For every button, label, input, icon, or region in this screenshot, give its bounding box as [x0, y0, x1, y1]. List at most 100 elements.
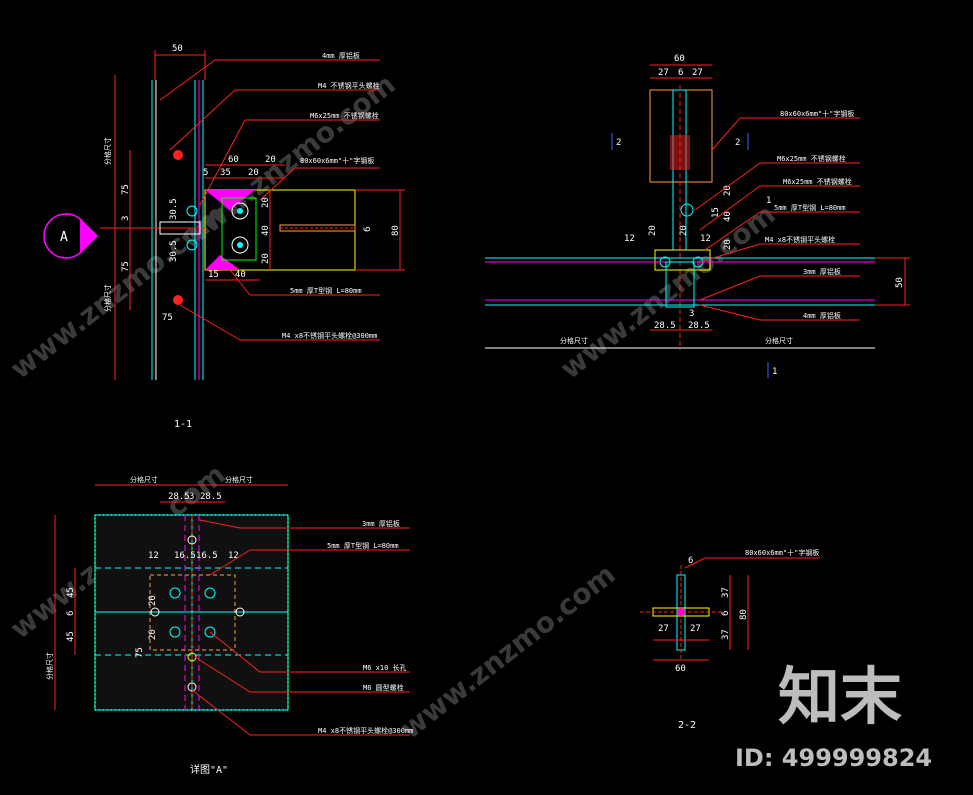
- dim-small-20a: 20: [648, 225, 658, 236]
- mark-2-right: 2: [735, 138, 740, 148]
- dim-bottom-a: 27: [658, 624, 669, 634]
- dim-top-60: 60: [228, 155, 239, 165]
- mark-2-left: 2: [616, 138, 621, 148]
- dim-misc-c: 20: [148, 629, 158, 640]
- note-5: 5mm 厚T型钢 L=80mm: [290, 286, 362, 295]
- dim-far-right: 80: [739, 609, 749, 620]
- dim-inner-c: 16.5: [196, 551, 218, 561]
- note-3: M6x25mm 不锈钢螺栓: [783, 177, 852, 186]
- caption-1-1: 1-1: [174, 419, 192, 430]
- dim-right-20a: 20: [261, 197, 271, 208]
- note-1: 3mm 厚铝板: [362, 519, 400, 528]
- note-4: M6 圆型螺栓: [363, 683, 404, 692]
- brand-watermark: 知末 ID: 499999824: [735, 660, 932, 772]
- dim-top-5: 5: [203, 168, 208, 178]
- note-3: M6 x10 长孔: [363, 663, 407, 672]
- left-label: 分格尺寸: [45, 652, 54, 680]
- dim-right: 50: [895, 277, 905, 288]
- dim-inner-d: 12: [228, 551, 239, 561]
- dim-small-15: 15: [711, 207, 721, 218]
- dim-bottom: 60: [675, 664, 686, 674]
- dim-bottom-40: 40: [235, 270, 246, 280]
- dim-right-c: 37: [721, 629, 731, 640]
- dim-bottom-b: 3: [689, 309, 694, 319]
- dim-top-20b: 20: [265, 155, 276, 165]
- dim-top-a: 28.5: [168, 492, 190, 502]
- dim-left-c: 45: [66, 631, 76, 642]
- dim-right-40: 40: [261, 225, 271, 236]
- note-1: 80x60x6mm"十"字钢板: [780, 109, 854, 118]
- section-1-1: 50 75 3 75 30.5 30.5 分格尺寸 分格尺寸 60 5 3: [43, 44, 405, 430]
- watermark-text: www.znzmo.com: [394, 558, 622, 746]
- dim-small-12b: 12: [700, 234, 711, 244]
- detail-a: 分格尺寸 分格尺寸 28.5 3 28.5 12 16.5 16.5 12 45…: [45, 475, 413, 776]
- dim-small-20c: 20: [723, 185, 733, 196]
- note-5: M4 x8不锈钢平头螺栓@300mm: [318, 726, 413, 735]
- dim-top-width: 50: [172, 44, 183, 54]
- note-3: M6x25mm 不锈钢螺栓: [310, 111, 379, 120]
- dim-top-35: 35: [220, 168, 231, 178]
- dim-top-split-a: 27: [658, 68, 669, 78]
- dim-right-b: 6: [721, 611, 731, 616]
- section-top-right: 60 27 6 27 50 28.5 3 28.5 分格尺寸 分格尺寸: [485, 54, 910, 378]
- note: 80x60x6mm"十"字钢板: [745, 548, 819, 557]
- dim-left-a: 45: [66, 587, 76, 598]
- dim-right-20b: 20: [261, 253, 271, 264]
- bottom-label-b: 分格尺寸: [765, 336, 793, 345]
- caption-2-2: 2-2: [678, 720, 696, 731]
- image-id: ID: 499999824: [735, 744, 932, 772]
- dim-mid-a: 30.5: [169, 198, 179, 220]
- dim-small-20b: 20: [679, 225, 689, 236]
- bottom-label-a: 分格尺寸: [560, 336, 588, 345]
- mark-1-top: 1: [766, 196, 771, 206]
- dim-far-right: 80: [391, 225, 401, 236]
- note-2: M4 不锈钢平头螺栓: [318, 81, 380, 90]
- brand-logo: 知末: [778, 660, 902, 733]
- note-1: 4mm 厚铝板: [322, 51, 360, 60]
- watermark-text: www.znzmo.com: [554, 198, 782, 386]
- dim-misc-b: 75: [135, 647, 145, 658]
- caption-detail-a: 详图"A": [190, 763, 228, 776]
- dim-bottom-c: 28.5: [688, 321, 710, 331]
- dim-top-split-c: 27: [692, 68, 703, 78]
- dim-bottom-15: 15: [208, 270, 219, 280]
- dim-inner-a: 12: [148, 551, 159, 561]
- dim-top: 6: [688, 556, 693, 566]
- dim-top-20a: 20: [248, 168, 259, 178]
- note-5: M4 x8不锈钢平头螺栓: [765, 235, 835, 244]
- dim-small-40: 40: [723, 211, 733, 222]
- dim-left-75b: 75: [121, 261, 131, 272]
- dim-top-b: 3: [189, 492, 194, 502]
- dim-small-12a: 12: [624, 234, 635, 244]
- note-7: 4mm 厚铝板: [803, 311, 841, 320]
- dim-bottom-a: 28.5: [654, 321, 676, 331]
- side-label: 分格尺寸: [103, 284, 112, 312]
- dim-mid-b: 30.5: [169, 240, 179, 262]
- top-label-a: 分格尺寸: [130, 475, 158, 484]
- top-label-b: 分格尺寸: [225, 475, 253, 484]
- dim-top-c: 28.5: [200, 492, 222, 502]
- dim-left-3: 3: [121, 216, 131, 221]
- dim-inner-b: 16.5: [174, 551, 196, 561]
- dim-small-20d: 20: [723, 239, 733, 250]
- note-2: 5mm 厚T型钢 L=80mm: [327, 541, 399, 550]
- dim-top: 60: [674, 54, 685, 64]
- note-4: 5mm 厚T型钢 L=80mm: [774, 203, 846, 212]
- mark-1-bottom: 1: [772, 367, 777, 377]
- dim-left-b: 6: [66, 611, 76, 616]
- note-6: 3mm 厚铝板: [803, 267, 841, 276]
- note-2: M6x25mm 不锈钢螺栓: [777, 154, 846, 163]
- note-4: 80x60x6mm"十"字钢板: [300, 156, 374, 165]
- note-6: M4 x8不锈钢平头螺栓@300mm: [282, 331, 377, 340]
- dim-left-75a: 75: [121, 184, 131, 195]
- dim-right-a: 37: [721, 587, 731, 598]
- dim-misc-a: 20: [148, 595, 158, 606]
- side-label: 分格尺寸: [103, 137, 112, 165]
- dim-bottom-left-75: 75: [162, 313, 173, 323]
- dim-bottom-b: 27: [690, 624, 701, 634]
- dim-small: 6: [363, 227, 373, 232]
- dim-top-split-b: 6: [678, 68, 683, 78]
- section-2-2: 6 80x60x6mm"十"字钢板 37 6 37 80 27 27 60 2-…: [640, 548, 820, 731]
